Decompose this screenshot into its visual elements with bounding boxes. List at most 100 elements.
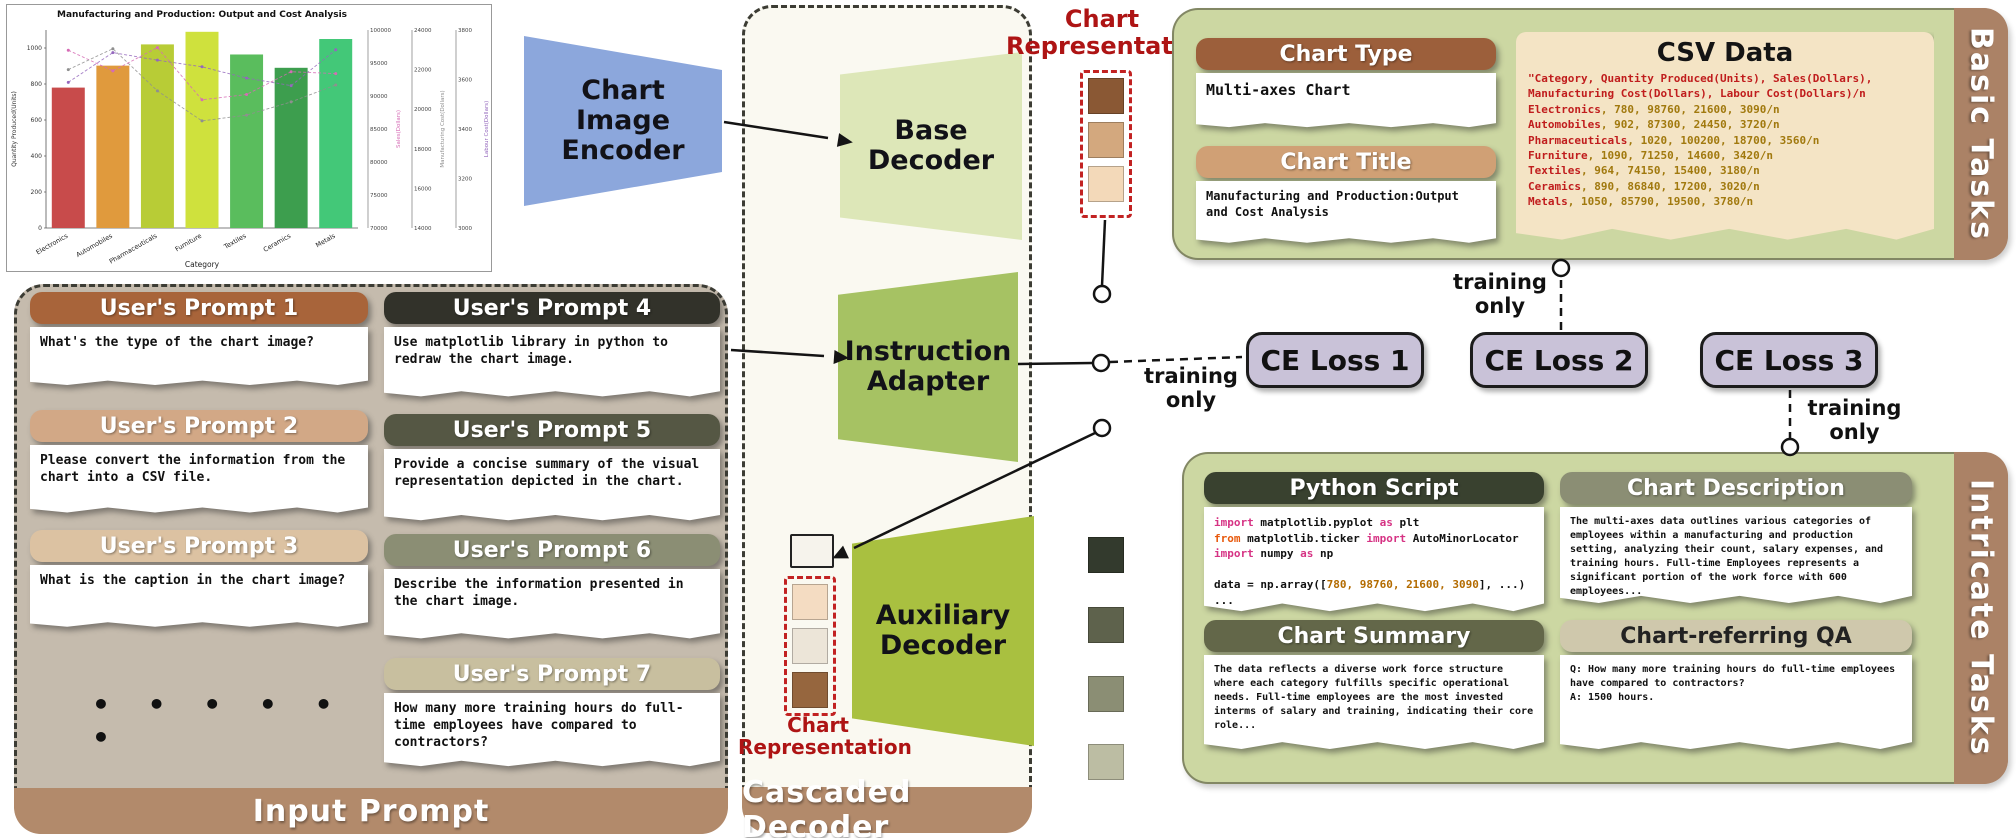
svg-text:95000: 95000 bbox=[370, 61, 388, 67]
svg-text:Manufacturing and Production:: Manufacturing and Production: Output and… bbox=[57, 10, 347, 20]
chart-description-text: The multi-axes data outlines various cat… bbox=[1560, 507, 1912, 603]
chart-representation-label-top: Chart Representation bbox=[1006, 5, 1215, 60]
chart-qa-card: Chart-referring QA Q: How many more trai… bbox=[1560, 620, 1912, 754]
svg-text:Quantity Produced(Units): Quantity Produced(Units) bbox=[11, 91, 18, 167]
user-prompt-card: User's Prompt 7 How many more training h… bbox=[384, 658, 720, 770]
svg-text:Manufacturing Cost(Dollars): Manufacturing Cost(Dollars) bbox=[440, 90, 446, 167]
svg-text:22000: 22000 bbox=[414, 68, 432, 74]
svg-text:75000: 75000 bbox=[370, 193, 388, 199]
base-decoder-label: Base Decoder bbox=[867, 114, 995, 176]
input-prompt-band: Input Prompt bbox=[14, 788, 728, 834]
task-color-swatch bbox=[1088, 744, 1124, 780]
user-prompt-title: User's Prompt 7 bbox=[384, 658, 720, 690]
user-prompt-title: User's Prompt 6 bbox=[384, 534, 720, 566]
svg-text:Category: Category bbox=[185, 260, 220, 269]
user-prompt-text: Provide a concise summary of the visual … bbox=[384, 449, 720, 521]
chart-title-title: Chart Title bbox=[1196, 146, 1496, 178]
chart-qa-question: Q: How many more training hours do full-… bbox=[1570, 664, 1896, 689]
training-only-label: training only bbox=[1453, 270, 1547, 319]
user-prompt-card: User's Prompt 4 Use matplotlib library i… bbox=[384, 292, 720, 400]
python-script-card: Python Script import matplotlib.pyplot a… bbox=[1204, 472, 1544, 612]
python-script-title: Python Script bbox=[1204, 472, 1544, 504]
chart-summary-card: Chart Summary The data reflects a divers… bbox=[1204, 620, 1544, 754]
svg-text:14000: 14000 bbox=[414, 226, 432, 232]
intricate-tasks-side-band: Intricate Tasks bbox=[1954, 452, 2008, 784]
chart-representation-label-bottom: Chart Representation bbox=[738, 713, 912, 760]
instruction-adapter-label: Instruction Adapter bbox=[844, 335, 1012, 397]
user-prompt-title: User's Prompt 2 bbox=[30, 410, 368, 442]
user-prompt-title: User's Prompt 3 bbox=[30, 530, 368, 562]
chart-summary-title: Chart Summary bbox=[1204, 620, 1544, 652]
chart-figure-svg: Manufacturing and Production: Output and… bbox=[6, 4, 492, 272]
user-prompt-card: User's Prompt 3 What is the caption in t… bbox=[30, 530, 368, 630]
chart-token bbox=[792, 584, 828, 620]
user-prompt-text: How many more training hours do full-tim… bbox=[384, 693, 720, 767]
chart-image-encoder: Chart Image Encoder bbox=[524, 36, 722, 206]
chart-type-title: Chart Type bbox=[1196, 38, 1496, 70]
chart-figure: Manufacturing and Production: Output and… bbox=[6, 4, 492, 272]
svg-text:0: 0 bbox=[38, 225, 42, 232]
instruction-adapter: Instruction Adapter bbox=[838, 272, 1018, 462]
chart-description-title: Chart Description bbox=[1560, 472, 1912, 504]
user-prompt-card: User's Prompt 6 Describe the information… bbox=[384, 534, 720, 642]
svg-text:20000: 20000 bbox=[414, 107, 432, 113]
user-prompt-text: Use matplotlib library in python to redr… bbox=[384, 327, 720, 397]
user-prompt-title: User's Prompt 5 bbox=[384, 414, 720, 446]
svg-text:200: 200 bbox=[31, 189, 43, 196]
user-prompt-card: User's Prompt 1 What's the type of the c… bbox=[30, 292, 368, 388]
svg-text:18000: 18000 bbox=[414, 147, 432, 153]
chart-summary-text: The data reflects a diverse work force s… bbox=[1204, 655, 1544, 750]
svg-text:16000: 16000 bbox=[414, 186, 432, 192]
task-color-swatch bbox=[1088, 676, 1124, 712]
svg-text:90000: 90000 bbox=[370, 94, 388, 100]
chart-qa-text: Q: How many more training hours do full-… bbox=[1560, 655, 1912, 750]
prompt-ellipsis: • • • • • • bbox=[92, 688, 347, 754]
basic-tasks-side-band: Basic Tasks bbox=[1954, 8, 2008, 260]
svg-text:3600: 3600 bbox=[458, 78, 472, 84]
basic-tasks-side-label: Basic Tasks bbox=[1963, 27, 1999, 241]
user-prompt-title: User's Prompt 4 bbox=[384, 292, 720, 324]
auxiliary-decoder-label: Auxiliary Decoder bbox=[875, 599, 1011, 661]
user-prompt-text: What is the caption in the chart image? bbox=[30, 565, 368, 627]
chart-representation-box-bottom bbox=[784, 576, 836, 716]
chart-token bbox=[792, 672, 828, 708]
user-prompt-text: What's the type of the chart image? bbox=[30, 327, 368, 385]
chart-type-value: Multi-axes Chart bbox=[1196, 73, 1496, 128]
chart-representation-box-top bbox=[1080, 70, 1132, 218]
svg-text:400: 400 bbox=[31, 153, 43, 160]
svg-text:3400: 3400 bbox=[458, 127, 472, 133]
ce-loss-1: CE Loss 1 bbox=[1246, 332, 1424, 388]
user-prompt-card: User's Prompt 2 Please convert the infor… bbox=[30, 410, 368, 516]
ce-loss-3: CE Loss 3 bbox=[1700, 332, 1878, 388]
chart-token bbox=[1088, 122, 1124, 158]
user-prompt-text: Describe the information presented in th… bbox=[384, 569, 720, 639]
ce-loss-2: CE Loss 2 bbox=[1470, 332, 1648, 388]
chart-title-value: Manufacturing and Production:Output and … bbox=[1196, 181, 1496, 243]
svg-text:70000: 70000 bbox=[370, 226, 388, 232]
svg-text:800: 800 bbox=[31, 81, 43, 88]
svg-text:100000: 100000 bbox=[370, 28, 391, 34]
base-decoder: Base Decoder bbox=[840, 52, 1022, 240]
svg-text:Labour Cost(Dollars): Labour Cost(Dollars) bbox=[484, 101, 490, 157]
svg-text:85000: 85000 bbox=[370, 127, 388, 133]
user-prompt-title: User's Prompt 1 bbox=[30, 292, 368, 324]
chart-description-card: Chart Description The multi-axes data ou… bbox=[1560, 472, 1912, 608]
task-color-swatch bbox=[1088, 537, 1124, 573]
chart-token bbox=[792, 628, 828, 664]
chart-qa-answer: A: 1500 hours. bbox=[1570, 692, 1655, 703]
svg-text:3200: 3200 bbox=[458, 177, 472, 183]
intricate-tasks-side-label: Intricate Tasks bbox=[1963, 479, 1999, 757]
document-icon bbox=[790, 534, 834, 568]
chart-qa-title: Chart-referring QA bbox=[1560, 620, 1912, 652]
csv-data-title: CSV Data bbox=[1656, 38, 1794, 68]
chart-type-card: Chart Type Multi-axes Chart bbox=[1196, 38, 1496, 130]
svg-text:3000: 3000 bbox=[458, 226, 472, 232]
csv-data-card: CSV Data "Category, Quantity Produced(Un… bbox=[1516, 32, 1934, 240]
chart-token bbox=[1088, 166, 1124, 202]
svg-text:1000: 1000 bbox=[27, 45, 42, 52]
chart-image-encoder-label: Chart Image Encoder bbox=[561, 74, 685, 167]
cascaded-decoder-band: Cascaded Decoder bbox=[742, 775, 1032, 838]
chart-token bbox=[1088, 78, 1124, 114]
svg-text:600: 600 bbox=[31, 117, 43, 124]
